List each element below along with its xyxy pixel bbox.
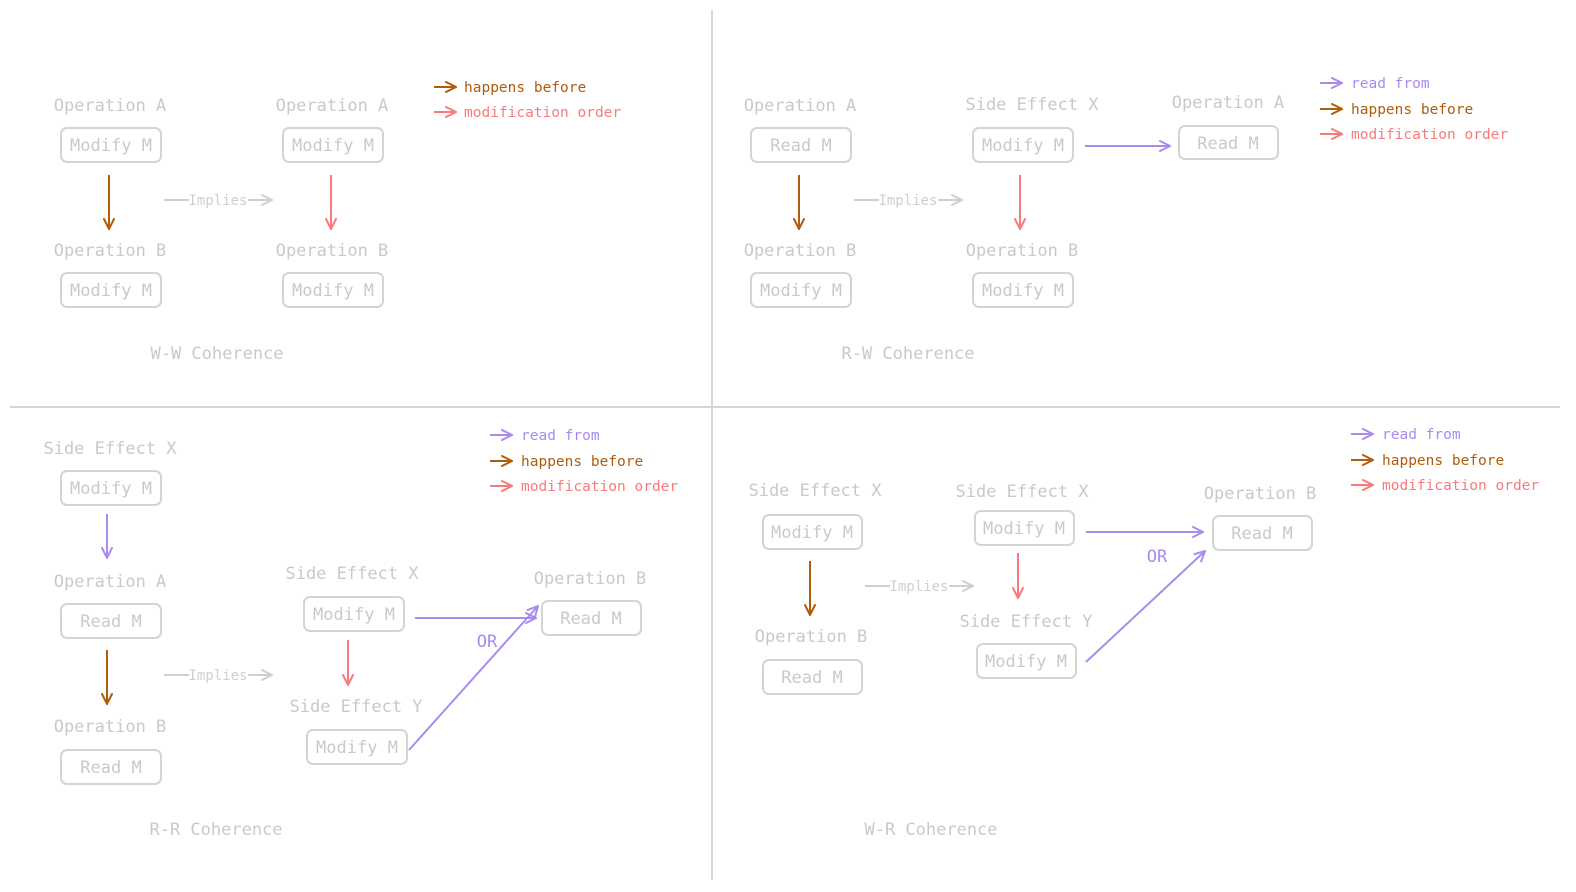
- node-label: Operation B: [744, 241, 857, 261]
- legend-modification-order-label: modification order: [521, 479, 678, 495]
- node-label: Operation B: [966, 241, 1079, 261]
- read-from-arrow: [408, 606, 538, 751]
- node-label: Operation A: [54, 96, 167, 116]
- implies-label: Implies: [889, 579, 948, 595]
- node-box: [1178, 125, 1279, 160]
- node-label: Operation B: [276, 241, 389, 261]
- node-box: [60, 127, 162, 163]
- panel-title: R-R Coherence: [149, 820, 282, 840]
- node-box-label: Modify M: [760, 281, 842, 301]
- node-box: [762, 659, 863, 695]
- node-box: [60, 749, 162, 785]
- node-box: [306, 729, 408, 765]
- node-box-label: Modify M: [70, 136, 152, 156]
- node-label: Operation B: [1204, 484, 1317, 504]
- node-box-label: Read M: [1197, 134, 1258, 154]
- node-box-label: Modify M: [316, 738, 398, 758]
- node-box-label: Modify M: [985, 652, 1067, 672]
- panel-title: R-W Coherence: [841, 344, 974, 364]
- node-box: [303, 596, 405, 632]
- legend-happens-before-label: happens before: [1382, 453, 1504, 469]
- node-box: [60, 272, 162, 308]
- node-box: [750, 272, 852, 308]
- node-box: [762, 514, 863, 550]
- panel-wr-coherence: read from happens before modification or…: [748, 427, 1539, 840]
- node-box: [60, 470, 162, 506]
- or-label: OR: [477, 632, 498, 652]
- node-box-label: Read M: [781, 668, 842, 688]
- node-label: Operation B: [54, 241, 167, 261]
- node-box-label: Modify M: [983, 519, 1065, 539]
- node-box: [541, 600, 642, 636]
- panel-rr-coherence: read from happens before modification or…: [43, 428, 678, 840]
- legend-happens-before-label: happens before: [1351, 102, 1473, 118]
- node-label: Operation B: [54, 717, 167, 737]
- node-label: Operation A: [276, 96, 389, 116]
- legend-ww: happens before modification order: [434, 80, 621, 121]
- node-label: Side Effect X: [43, 439, 177, 459]
- node-box-label: Read M: [770, 136, 831, 156]
- node-box-label: Read M: [80, 612, 141, 632]
- node-box: [974, 510, 1075, 546]
- implies-label: Implies: [188, 668, 247, 684]
- node-label: Operation A: [1172, 93, 1285, 113]
- legend-read-from-label: read from: [1351, 76, 1430, 92]
- node-label: Operation B: [534, 569, 647, 589]
- panel-title: W-R Coherence: [864, 820, 997, 840]
- legend-modification-order-label: modification order: [1382, 478, 1539, 494]
- node-box-label: Modify M: [292, 281, 374, 301]
- node-label: Operation A: [744, 96, 857, 116]
- node-label: Side Effect X: [965, 95, 1099, 115]
- node-box-label: Modify M: [982, 136, 1064, 156]
- node-label: Side Effect Y: [289, 697, 422, 717]
- node-label: Side Effect X: [748, 481, 882, 501]
- node-label: Operation A: [54, 572, 167, 592]
- node-box: [976, 643, 1077, 679]
- legend-rw: read from happens before modification or…: [1320, 76, 1508, 143]
- legend-modification-order-label: modification order: [464, 105, 621, 121]
- node-box-label: Modify M: [70, 479, 152, 499]
- node-box: [282, 272, 384, 308]
- node-box-label: Modify M: [982, 281, 1064, 301]
- legend-read-from-label: read from: [1382, 427, 1461, 443]
- node-box: [60, 603, 162, 639]
- legend-happens-before-label: happens before: [464, 80, 586, 96]
- legend-read-from-label: read from: [521, 428, 600, 444]
- node-box-label: Read M: [80, 758, 141, 778]
- node-box: [282, 127, 384, 163]
- node-label: Side Effect X: [955, 482, 1089, 502]
- or-label: OR: [1147, 547, 1168, 567]
- panel-ww-coherence: happens before modification order Operat…: [54, 80, 622, 364]
- node-box-label: Read M: [560, 609, 621, 629]
- node-box: [972, 127, 1074, 163]
- read-from-arrow: [1085, 551, 1205, 663]
- implies-label: Implies: [878, 193, 937, 209]
- node-box-label: Read M: [1231, 524, 1292, 544]
- node-box: [972, 272, 1074, 308]
- node-box-label: Modify M: [292, 136, 374, 156]
- node-box-label: Modify M: [313, 605, 395, 625]
- node-box: [1212, 515, 1313, 551]
- node-box-label: Modify M: [70, 281, 152, 301]
- legend-rr: read from happens before modification or…: [490, 428, 678, 495]
- legend-wr: read from happens before modification or…: [1351, 427, 1539, 494]
- node-label: Side Effect X: [285, 564, 419, 584]
- panel-title: W-W Coherence: [150, 344, 283, 364]
- implies-label: Implies: [188, 193, 247, 209]
- legend-modification-order-label: modification order: [1351, 127, 1508, 143]
- node-label: Side Effect Y: [959, 612, 1092, 632]
- panel-rw-coherence: read from happens before modification or…: [744, 76, 1509, 364]
- node-box: [750, 127, 852, 163]
- node-label: Operation B: [755, 627, 868, 647]
- node-box-label: Modify M: [771, 523, 853, 543]
- legend-happens-before-label: happens before: [521, 454, 643, 470]
